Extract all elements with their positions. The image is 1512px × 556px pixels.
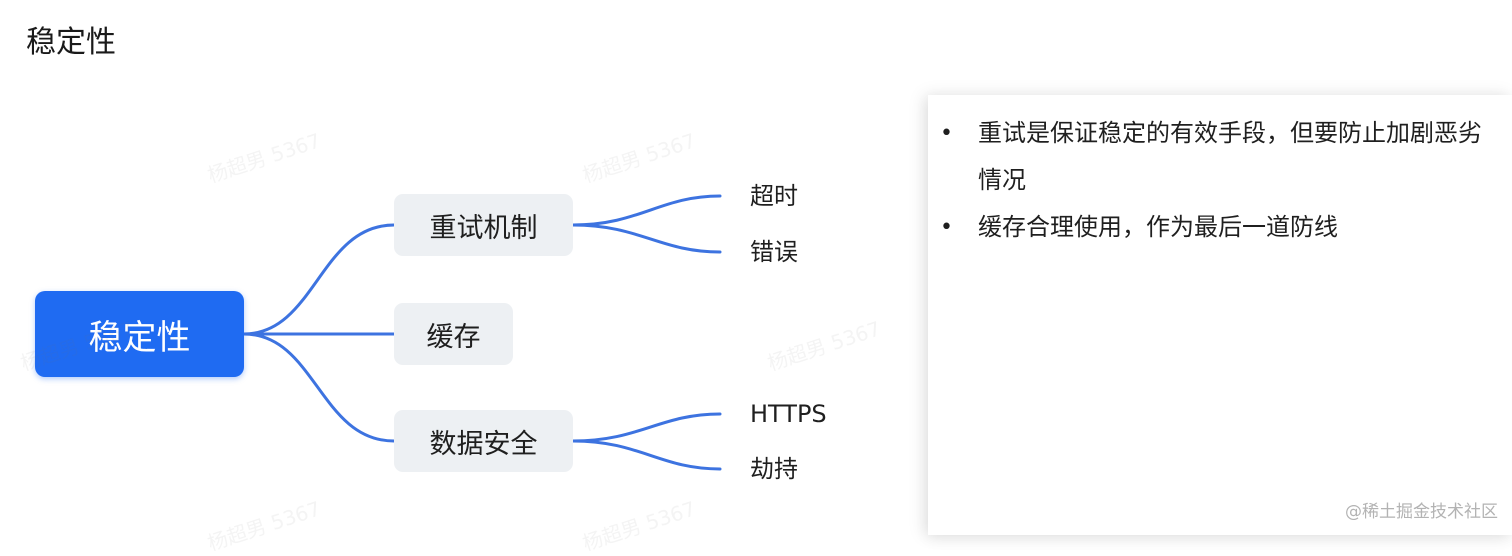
mindmap-edges	[242, 194, 722, 471]
leaf-node-timeout[interactable]: 超时	[750, 182, 798, 210]
note-item-retry: • 重试是保证稳定的有效手段，但要防止加剧恶劣情况	[940, 110, 1490, 204]
branch-node-retry[interactable]: 重试机制	[394, 194, 573, 256]
bullet-icon: •	[940, 121, 953, 146]
branch-node-cache[interactable]: 缓存	[394, 303, 513, 365]
slide-title: 稳定性	[26, 25, 116, 60]
note-text: 缓存合理使用，作为最后一道防线	[978, 213, 1338, 241]
edge-security-hijack	[571, 439, 722, 471]
note-text: 重试是保证稳定的有效手段，但要防止加剧恶劣情况	[978, 119, 1482, 194]
edge-retry-error	[571, 223, 722, 254]
credit-watermark: @稀土掘金技术社区	[1345, 502, 1498, 522]
edge-root-security	[242, 332, 396, 443]
leaf-node-https[interactable]: HTTPS	[750, 400, 827, 428]
notes-list: • 重试是保证稳定的有效手段，但要防止加剧恶劣情况 • 缓存合理使用，作为最后一…	[928, 95, 1512, 251]
root-node-stability[interactable]: 稳定性	[35, 291, 244, 377]
notes-panel: • 重试是保证稳定的有效手段，但要防止加剧恶劣情况 • 缓存合理使用，作为最后一…	[928, 95, 1512, 535]
mindmap: 稳定性 重试机制 缓存 数据安全 超时 错误 HTTPS 劫持 杨超男 5367…	[18, 128, 884, 555]
edge-root-retry	[242, 223, 396, 336]
edge-retry-timeout	[571, 194, 722, 227]
bullet-icon: •	[940, 215, 953, 240]
branch-node-data-security[interactable]: 数据安全	[394, 410, 573, 472]
leaf-node-hijack[interactable]: 劫持	[750, 455, 798, 483]
leaf-node-error[interactable]: 错误	[750, 238, 798, 266]
edge-security-https	[571, 412, 722, 443]
note-item-cache: • 缓存合理使用，作为最后一道防线	[940, 204, 1490, 251]
